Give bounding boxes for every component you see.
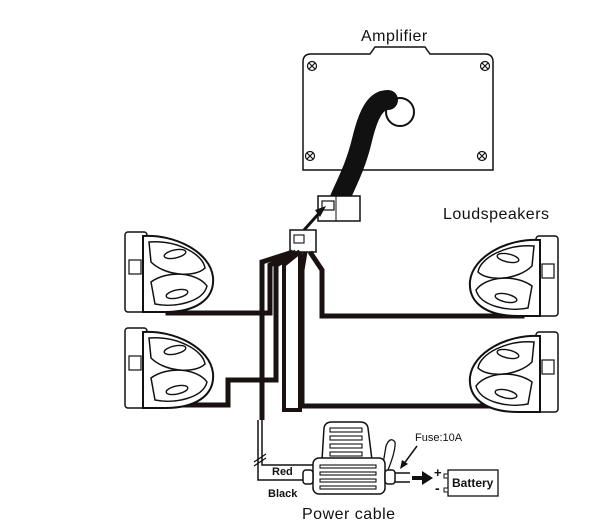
- battery: [447, 469, 499, 497]
- amplifier: [302, 46, 494, 208]
- connector-harness: [289, 229, 317, 253]
- connector-amplifier: [317, 195, 361, 222]
- loudspeakers-label: Loudspeakers: [443, 206, 550, 223]
- fuse-pointer-icon: [402, 445, 418, 466]
- red-wire: [261, 420, 315, 466]
- loudspeaker-right-bottom: [468, 331, 559, 413]
- loudspeaker-right-top: [468, 235, 559, 317]
- black-wire: [257, 420, 315, 481]
- black-label: Black: [268, 488, 298, 500]
- loudspeaker-left-top: [124, 231, 215, 313]
- screw-icons: [304, 60, 491, 162]
- fuse-holder: [302, 421, 396, 495]
- power-cable-label: Power cable: [302, 506, 396, 523]
- amplifier-label: Amplifier: [361, 28, 428, 45]
- amplifier-cable: [330, 90, 398, 208]
- red-label: Red: [272, 466, 293, 478]
- battery-label: Battery: [452, 476, 494, 490]
- fuse-label: Fuse:10A: [415, 432, 463, 444]
- loudspeaker-left-bottom: [124, 327, 215, 409]
- minus-label: -: [435, 480, 440, 496]
- speaker-wires: [160, 249, 525, 420]
- plus-label: +: [434, 465, 442, 480]
